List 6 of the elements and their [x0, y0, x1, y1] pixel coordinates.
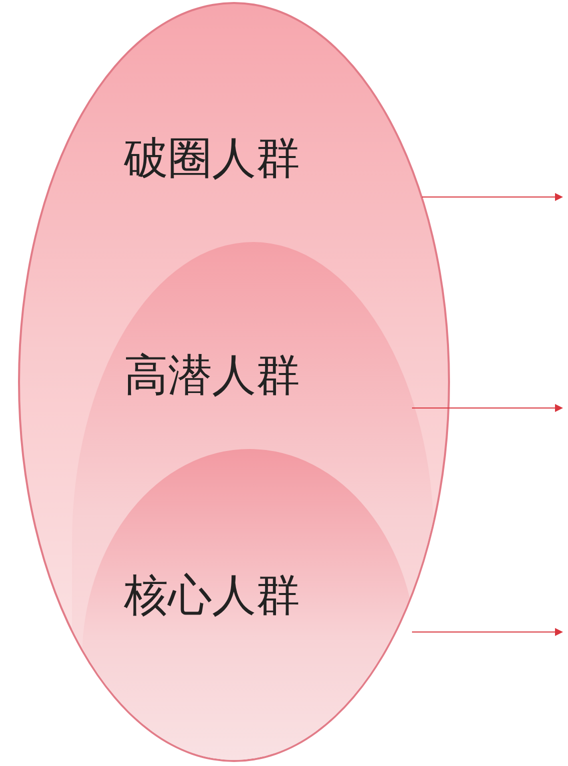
- arrow: [412, 404, 563, 412]
- arrow: [422, 193, 563, 201]
- group-label: 破圈人群: [124, 137, 300, 181]
- group-label: 核心人群: [124, 574, 300, 618]
- group-label: 高潜人群: [124, 354, 300, 398]
- arrow: [412, 628, 563, 636]
